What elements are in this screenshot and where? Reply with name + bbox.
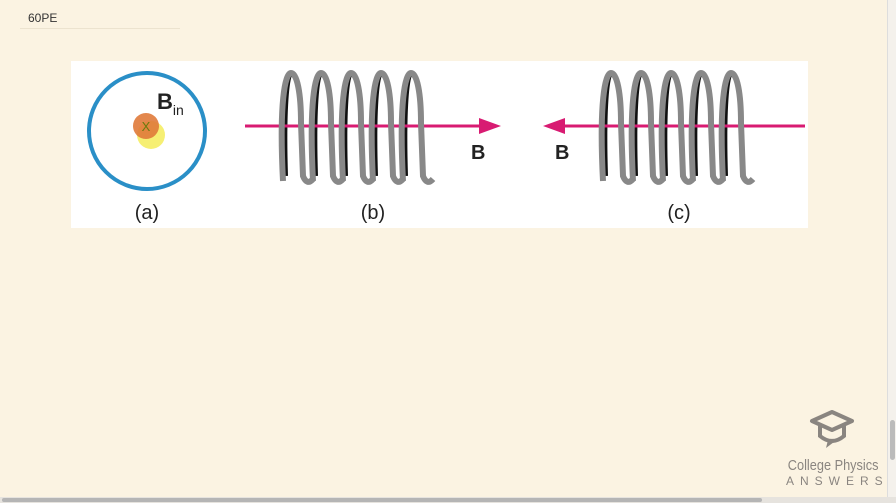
coil-back-turn bbox=[398, 69, 436, 185]
coil-back-turn bbox=[338, 69, 376, 185]
in-subscript: in bbox=[173, 102, 184, 118]
logo-line1: College Physics bbox=[787, 457, 879, 474]
title-divider bbox=[20, 28, 180, 29]
coil-back-turn bbox=[718, 69, 756, 185]
logo-line2: ANSWERS bbox=[786, 474, 889, 488]
coil-back-turn bbox=[658, 69, 696, 185]
into-page-marker bbox=[133, 113, 159, 139]
college-physics-answers-logo: College Physics ANSWERS bbox=[780, 408, 884, 488]
horizontal-scroll-thumb[interactable] bbox=[2, 498, 762, 502]
panel-a-label: (a) bbox=[135, 202, 159, 224]
panel-b-label: (b) bbox=[361, 202, 385, 224]
graduation-cap-icon bbox=[810, 410, 854, 448]
panel-b-field-label: B bbox=[471, 142, 485, 164]
panel-c-field-label: B bbox=[555, 142, 569, 164]
into-page-x: X bbox=[142, 119, 151, 134]
b-in-label: Bin bbox=[157, 89, 184, 118]
coil-back-turn bbox=[628, 69, 666, 185]
coil-back-turn bbox=[308, 69, 346, 185]
panel-b: (b) B bbox=[245, 69, 501, 224]
b-label: B bbox=[157, 89, 173, 114]
field-arrowhead bbox=[543, 118, 565, 134]
coil-back-turn bbox=[688, 69, 726, 185]
vertical-scroll-thumb[interactable] bbox=[890, 420, 895, 460]
coil-back-turn bbox=[278, 69, 316, 185]
coil-back-turn bbox=[368, 69, 406, 185]
field-arrowhead bbox=[479, 118, 501, 134]
vertical-scrollbar[interactable] bbox=[887, 0, 896, 503]
solenoid-figure: X Bin (a) (b) B (c) B bbox=[71, 61, 808, 228]
figure-canvas: X Bin (a) (b) B (c) B bbox=[87, 69, 805, 224]
panel-c: (c) B bbox=[543, 69, 805, 224]
page-title: 60PE bbox=[28, 11, 58, 25]
horizontal-scrollbar[interactable] bbox=[0, 497, 896, 503]
panel-a: X Bin (a) bbox=[87, 71, 207, 224]
panel-c-label: (c) bbox=[667, 202, 690, 224]
current-loop-ring bbox=[87, 71, 207, 191]
coil-back-turn bbox=[598, 69, 636, 185]
